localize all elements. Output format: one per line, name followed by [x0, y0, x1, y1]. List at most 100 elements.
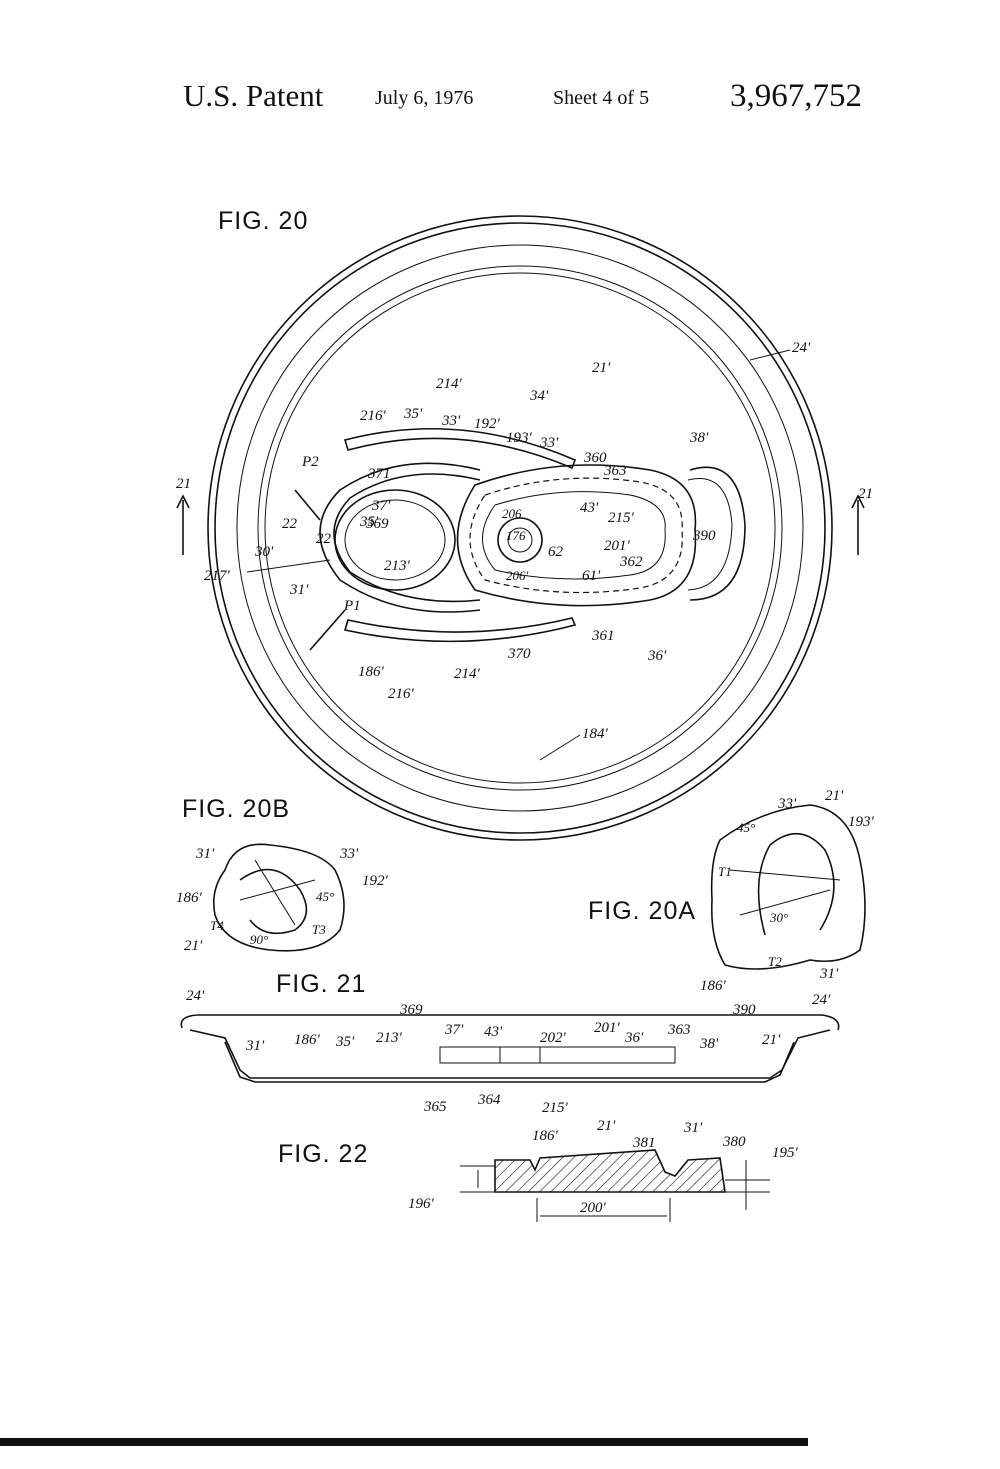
sheet-number: Sheet 4 of 5: [553, 87, 650, 109]
label-370: 370: [507, 646, 531, 662]
fig-20b-label: FIG. 20B: [182, 795, 291, 823]
label-360: 360: [583, 450, 607, 466]
b-label-31: 31': [195, 846, 215, 862]
c-label-24b: 24': [812, 992, 831, 1008]
fig-21-drawing: [180, 1014, 840, 1083]
c-label-36: 36': [624, 1030, 644, 1046]
label-22b: 22: [316, 531, 332, 547]
score-lower: [343, 617, 577, 643]
label-214a: 214': [436, 376, 463, 392]
fig-20a-drawing: [710, 804, 866, 970]
c-label-363: 363: [667, 1022, 691, 1038]
a-label-45: 45°: [737, 820, 755, 835]
label-369: 369: [365, 516, 389, 532]
c-label-37: 37': [444, 1022, 464, 1038]
label-38: 38': [689, 430, 709, 446]
a-label-33: 33': [777, 796, 797, 812]
label-35b: 35': [359, 514, 379, 530]
d-label-200: 200': [580, 1200, 607, 1216]
c-label-202: 202': [540, 1030, 567, 1046]
label-193: 193': [506, 430, 533, 446]
label-216a: 216': [360, 408, 387, 424]
label-363: 363: [603, 463, 627, 479]
label-P1: P1: [343, 598, 361, 614]
c-label-31: 31': [245, 1038, 265, 1054]
label-22a: 22: [282, 516, 298, 532]
a-label-21: 21': [825, 788, 844, 804]
label-217: 217': [204, 568, 231, 584]
label-201: 201': [604, 538, 631, 554]
b-label-T4: T4: [210, 918, 224, 933]
c-label-390: 390: [732, 1002, 756, 1018]
a-label-193: 193': [848, 814, 875, 830]
fig-22-labels: 186' 21' 381 31' 380 195' 196' 200': [408, 1118, 799, 1216]
b-label-90: 90°: [250, 932, 268, 947]
d-label-31: 31': [683, 1120, 703, 1136]
label-361: 361: [591, 628, 615, 644]
label-186: 186': [358, 664, 385, 680]
outer-rim: [207, 215, 833, 841]
a-label-30: 30°: [769, 910, 788, 925]
c-label-35: 35': [335, 1034, 355, 1050]
label-184: 184': [582, 726, 609, 742]
fig-20-labels: 24' 21' 214' 34' 216' 35' 33' 192' 193' …: [176, 340, 873, 742]
c-label-201: 201': [594, 1020, 621, 1036]
b-label-T3: T3: [312, 922, 326, 937]
tab-ring: [689, 466, 746, 601]
score-upper: [343, 427, 577, 470]
patent-number: 3,967,752: [730, 78, 862, 114]
c-label-186: 186': [294, 1032, 321, 1048]
label-216b: 216': [388, 686, 415, 702]
patent-date: July 6, 1976: [375, 87, 474, 109]
label-34: 34': [529, 388, 549, 404]
label-176: 176: [506, 528, 526, 543]
pull-tab: [456, 464, 697, 607]
rivet: [497, 517, 543, 563]
c-label-369: 369: [399, 1002, 423, 1018]
label-37: 37': [371, 498, 391, 514]
a-label-31: 31': [819, 966, 839, 982]
c-label-365: 365: [423, 1099, 447, 1115]
label-61: 61': [582, 568, 601, 584]
label-362: 362: [619, 554, 643, 570]
a-label-T2: T2: [768, 954, 782, 969]
label-214b: 214': [454, 666, 481, 682]
fig-21-labels: 24' 369 390 24' 31' 186' 35' 213' 37' 43…: [186, 988, 831, 1116]
d-label-21: 21': [597, 1118, 616, 1134]
fig-20b-labels: 31' 33' 192' 45° 186' T4 90° T3 21': [176, 846, 389, 954]
label-31: 31': [289, 582, 309, 598]
fig-20a-label: FIG. 20A: [588, 897, 697, 925]
d-label-186: 186': [532, 1128, 559, 1144]
b-label-33: 33': [339, 846, 359, 862]
label-P2: P2: [301, 454, 319, 470]
b-label-45: 45°: [316, 889, 334, 904]
label-21-right: 21: [858, 486, 873, 502]
inner-island: [334, 489, 456, 591]
label-24: 24': [792, 340, 811, 356]
b-label-186: 186': [176, 890, 203, 906]
label-371: 371: [367, 466, 391, 482]
c-label-43: 43': [484, 1024, 503, 1040]
bottom-scan-bar: [0, 1438, 808, 1446]
c-label-21: 21': [762, 1032, 781, 1048]
d-label-381: 381: [632, 1135, 656, 1151]
d-label-195: 195': [772, 1145, 799, 1161]
label-36: 36': [647, 648, 667, 664]
label-21-left: 21: [176, 476, 191, 492]
fig-22-drawing: [460, 1149, 770, 1222]
fig-22-label: FIG. 22: [278, 1140, 369, 1168]
b-label-192: 192': [362, 873, 389, 889]
label-213: 213': [384, 558, 411, 574]
label-33b: 33': [539, 435, 559, 451]
b-label-21: 21': [184, 938, 203, 954]
c-label-24a: 24': [186, 988, 205, 1004]
fig-20-drawing: [176, 215, 865, 841]
label-30: 30': [254, 544, 274, 560]
d-label-380: 380: [722, 1134, 746, 1150]
label-35a: 35': [403, 406, 423, 422]
label-192: 192': [474, 416, 501, 432]
a-label-186: 186': [700, 978, 727, 994]
label-390: 390: [692, 528, 716, 544]
label-215: 215': [608, 510, 635, 526]
